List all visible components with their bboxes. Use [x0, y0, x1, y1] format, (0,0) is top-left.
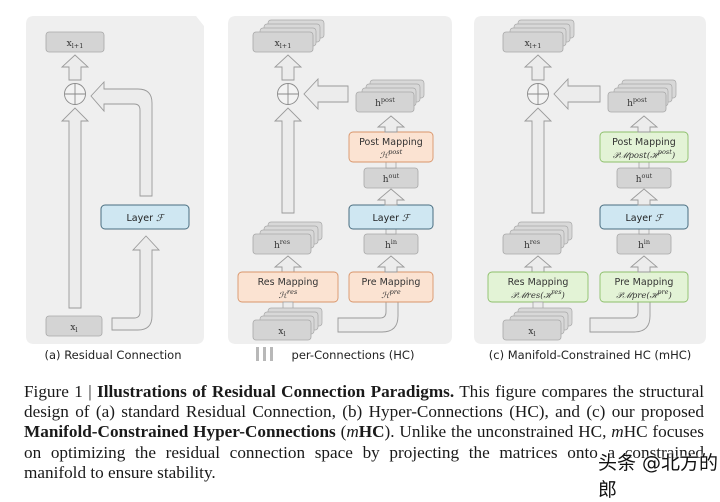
arrow-hres-to-sum [523, 107, 553, 214]
node-h-in: hin [616, 233, 672, 255]
svg-text:Post Mapping: Post Mapping [612, 137, 676, 148]
svg-text:xl: xl [70, 323, 77, 334]
arrow-input-to-layer [111, 235, 161, 331]
svg-text:ℋres: ℋres [279, 288, 298, 301]
pre-mapping-block: Pre Mapping ℋpre [348, 271, 434, 303]
node-output: xl+1 [45, 31, 105, 53]
svg-text:Res Mapping: Res Mapping [258, 277, 319, 288]
svg-text:xl+1: xl+1 [67, 39, 84, 50]
svg-text:ℋpre: ℋpre [381, 288, 401, 301]
panel-c-caption: (c) Manifold-Constrained HC (mHC) [489, 348, 691, 362]
node-h-res-stack: hres [502, 221, 573, 255]
svg-text:𝒫ℳpost(ℋpost): 𝒫ℳpost(ℋpost) [613, 148, 675, 161]
svg-text:𝒫ℳres(ℋres): 𝒫ℳres(ℋres) [511, 288, 565, 301]
arrow-premap-to-hin [629, 255, 659, 273]
arrow-layer-to-hout [376, 188, 406, 206]
svg-text:Res Mapping: Res Mapping [508, 277, 569, 288]
layer-f-block: Layer ℱ [100, 204, 190, 230]
node-h-in: hin [363, 233, 419, 255]
svg-text:xl: xl [278, 327, 285, 338]
svg-text:xl+1: xl+1 [525, 39, 542, 50]
caption-m-1: m [346, 422, 359, 442]
node-output-stack: xl+1 [502, 19, 575, 53]
arrow-up-to-output [273, 54, 303, 81]
connector-hout-to-postmap [638, 161, 650, 169]
svg-text:hout: hout [383, 172, 400, 185]
node-h-out: hout [616, 167, 672, 189]
svg-text:hpost: hpost [375, 96, 395, 109]
sum-node [527, 83, 549, 105]
pre-mapping-block: Pre Mapping 𝒫ℳpre(ℋpre) [599, 271, 689, 303]
arrow-premap-to-hin [376, 255, 406, 273]
panel-c: xl+1 hres Res Mapping 𝒫ℳres(ℋres) [474, 16, 706, 362]
panel-a: xl+1 Layer ℱ xl (a) Residual Connection [26, 16, 204, 362]
caption-text-2c: HC focuses on optimizing the residual co… [24, 422, 704, 482]
node-h-out: hout [363, 167, 419, 189]
panel-a-background [26, 16, 204, 344]
figure-caption: Figure 1 | Illustrations of Residual Con… [24, 382, 704, 483]
svg-text:Pre Mapping: Pre Mapping [615, 277, 674, 288]
svg-text:xl+1: xl+1 [275, 39, 292, 50]
connector-hout-to-postmap [385, 161, 397, 169]
svg-text:hout: hout [636, 172, 653, 185]
svg-text:xl: xl [528, 327, 535, 338]
arrow-resmap-to-hres [273, 255, 303, 273]
post-mapping-block: Post Mapping 𝒫ℳpost(ℋpost) [599, 131, 689, 163]
svg-text:Post Mapping: Post Mapping [359, 137, 423, 148]
sum-node [64, 83, 86, 105]
node-output-stack: xl+1 [252, 19, 325, 53]
figure-title: Illustrations of Residual Connection Par… [97, 382, 455, 401]
caption-text-2a: ( [340, 422, 347, 442]
sum-node [277, 83, 299, 105]
node-input: xl [45, 315, 103, 337]
node-input-stack: xl [502, 307, 573, 341]
arrow-layer-to-hout [629, 188, 659, 206]
caption-text-1: This figure compares the structural desi… [24, 382, 704, 422]
arrow-layer-to-sum [90, 80, 153, 197]
node-h-res-stack: hres [252, 221, 323, 255]
arrow-hpost-to-sum [553, 77, 601, 111]
caption-m-2: m [611, 422, 624, 442]
arrow-hres-to-sum [273, 107, 303, 214]
layer-f-block: Layer ℱ [599, 204, 689, 230]
svg-text:hin: hin [385, 238, 397, 251]
arrow-postmap-to-hpost [376, 115, 406, 133]
res-mapping-block: Res Mapping ℋres [237, 271, 339, 303]
svg-text:ℋpost: ℋpost [380, 148, 403, 161]
caption-text-2b: ). Unlike the unconstrained HC, [384, 422, 612, 442]
svg-text:hres: hres [274, 238, 290, 251]
svg-text:Layer ℱ: Layer ℱ [127, 213, 166, 224]
svg-text:Layer ℱ: Layer ℱ [373, 213, 412, 224]
svg-text:hin: hin [638, 238, 650, 251]
node-h-post-stack: hpost [355, 79, 425, 113]
figure-diagram: xl+1 Layer ℱ xl (a) Residual Connection [26, 16, 706, 362]
arrow-up-to-output [523, 54, 553, 81]
res-mapping-block: Res Mapping 𝒫ℳres(ℋres) [487, 271, 589, 303]
layer-f-block: Layer ℱ [348, 204, 434, 230]
node-input-stack: xl [252, 307, 323, 341]
svg-text:hpost: hpost [627, 96, 647, 109]
svg-text:Pre Mapping: Pre Mapping [362, 277, 421, 288]
panel-b-caption: per-Connections (HC) [292, 348, 415, 362]
arrow-postmap-to-hpost [629, 115, 659, 133]
caption-obstruction-artifact [256, 346, 284, 362]
node-h-post-stack: hpost [607, 79, 677, 113]
arrow-residual-skip [60, 107, 90, 309]
arrow-hpost-to-sum [303, 77, 349, 111]
arrow-resmap-to-hres [523, 255, 553, 273]
post-mapping-block: Post Mapping ℋpost [348, 131, 434, 163]
caption-text-2b-bold: HC [358, 422, 385, 442]
figure-label: Figure 1 | [24, 382, 92, 401]
panel-a-caption: (a) Residual Connection [45, 348, 182, 362]
caption-method-name: Manifold-Constrained Hyper-Connections [24, 422, 336, 442]
svg-text:hres: hres [524, 238, 540, 251]
watermark: 头条 @北方的郎 [598, 452, 719, 501]
svg-text:𝒫ℳpre(ℋpre): 𝒫ℳpre(ℋpre) [616, 288, 672, 301]
panel-b: xl+1 hres Res Mapping ℋres [228, 16, 452, 362]
arrow-up-to-output [60, 54, 90, 81]
svg-text:Layer ℱ: Layer ℱ [626, 213, 665, 224]
